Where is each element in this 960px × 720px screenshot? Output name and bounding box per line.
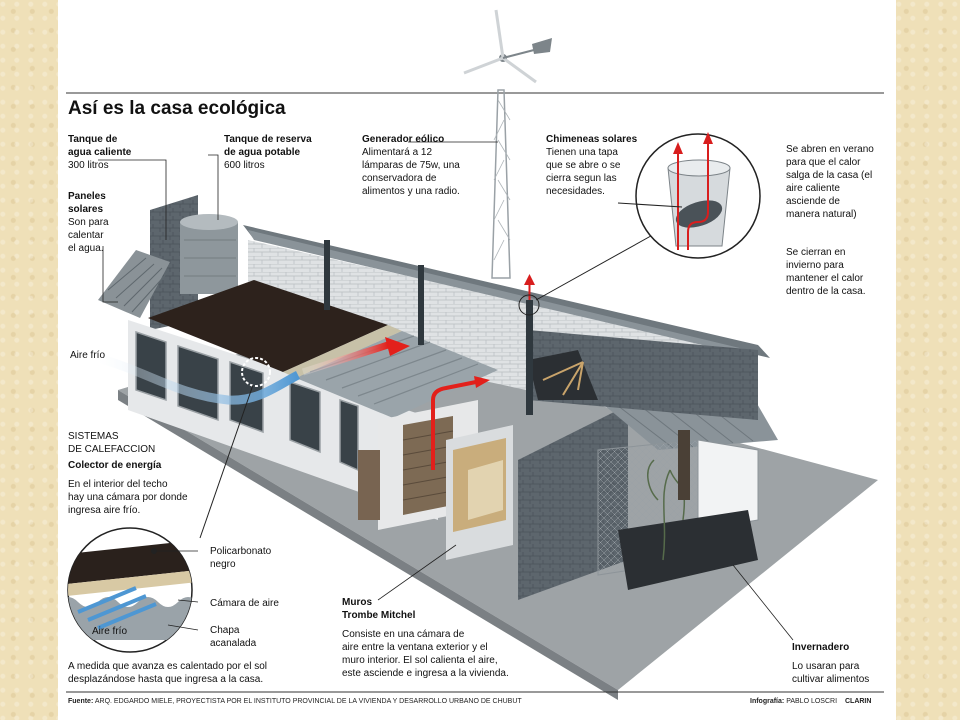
reserve-tank-heading: Tanque de reserva de agua potable [224,134,312,158]
solar-chimneys-heading: Chimeneas solares [546,134,638,145]
solar-chimneys-detail: Tienen una tapa que se abre o se cierra … [546,147,621,197]
infographic-panel: Así es la casa ecológica Tanque de agua … [58,0,896,720]
chimney-winter-text: Se cierran en invierno para mantener el … [786,247,866,297]
footer-source: Fuente: ARQ. EDGARDO MIELE, PROYECTISTA … [68,697,522,706]
pipe-2 [418,265,424,345]
house-illustration [66,9,884,700]
footer-credit: Infografía: PABLO LOSCRI CLARIN [750,697,871,706]
solar-chimney [526,300,533,415]
hot-air-arrow [301,341,390,376]
air-chamber-label: Cámara de aire [210,598,279,609]
trombe-label: Muros Trombe Mitchel Consiste en una cám… [342,596,552,680]
solar-panels-heading: Paneles solares [68,191,106,215]
chimney-summer-text: Se abren en verano para que el calor sal… [786,144,874,220]
hot-tank-heading: Tanque de agua caliente [68,134,132,158]
footer-source-label: Fuente: [68,698,94,705]
pipe-1 [324,240,330,310]
footer-source-text: ARQ. EDGARDO MIELE, PROYECTISTA POR EL I… [94,698,522,705]
solar-chimneys-label: Chimeneas solares Tienen una tapa que se… [546,133,666,198]
trombe-detail: Consiste en una cámara de aire entre la … [342,629,509,679]
wind-tower [491,89,511,279]
energy-collector-roof [148,280,388,372]
polycarbonate-label: Policarbonato negro [210,546,272,570]
cold-air-label: Aire frío [70,350,106,361]
solar-panels [98,250,170,318]
chimney-detail-circle [635,132,761,259]
footer-credit-label: Infografía: [750,698,785,705]
wind-turbine [463,9,552,84]
solar-panels-label: Paneles solares Son para calentar el agu… [68,190,148,255]
footer-brand: CLARIN [844,698,872,705]
greenhouse-heading: Invernadero [792,642,850,653]
trombe-heading: Muros Trombe Mitchel [342,597,416,621]
hot-tank-label: Tanque de agua caliente 300 litros [68,133,178,172]
collector-heading: Colector de energía [68,460,162,471]
collector-detail-circle [67,527,193,653]
reserve-tank-detail: 600 litros [224,160,265,171]
detail-cold-air-label: Aire frío [92,626,128,637]
footer-credit-text: PABLO LOSCRI [786,698,838,705]
reserve-tank-label: Tanque de reserva de agua potable 600 li… [224,133,354,172]
chimney-callout-ring [518,294,540,316]
wind-generator-heading: Generador eólico [362,134,445,145]
air-travel-text: A medida que avanza es calentado por el … [68,661,268,685]
corrugated-sheet-label: Chapa acanalada [210,625,257,649]
collector-label: Colector de energía En el interior del t… [68,459,238,517]
greenhouse-label: Invernadero Lo usaran para cultivar alim… [792,641,892,686]
heating-systems-heading: SISTEMAS DE CALEFACCION [68,431,156,455]
trombe-air-arrow [431,380,477,418]
corrugated-roof [296,331,498,418]
solar-panels-detail: Son para calentar el agua. [68,217,109,254]
cold-air-arrow [96,353,301,405]
page-title: Así es la casa ecológica [68,98,286,119]
wind-generator-label: Generador eólico Alimentará a 12 lámpara… [362,133,492,198]
hot-tank-detail: 300 litros [68,160,109,171]
greenhouse-detail: Lo usaran para cultivar alimentos [792,661,870,685]
collector-detail: En el interior del techo hay una cámara … [68,479,188,516]
wind-generator-detail: Alimentará a 12 lámparas de 75w, una con… [362,147,460,197]
